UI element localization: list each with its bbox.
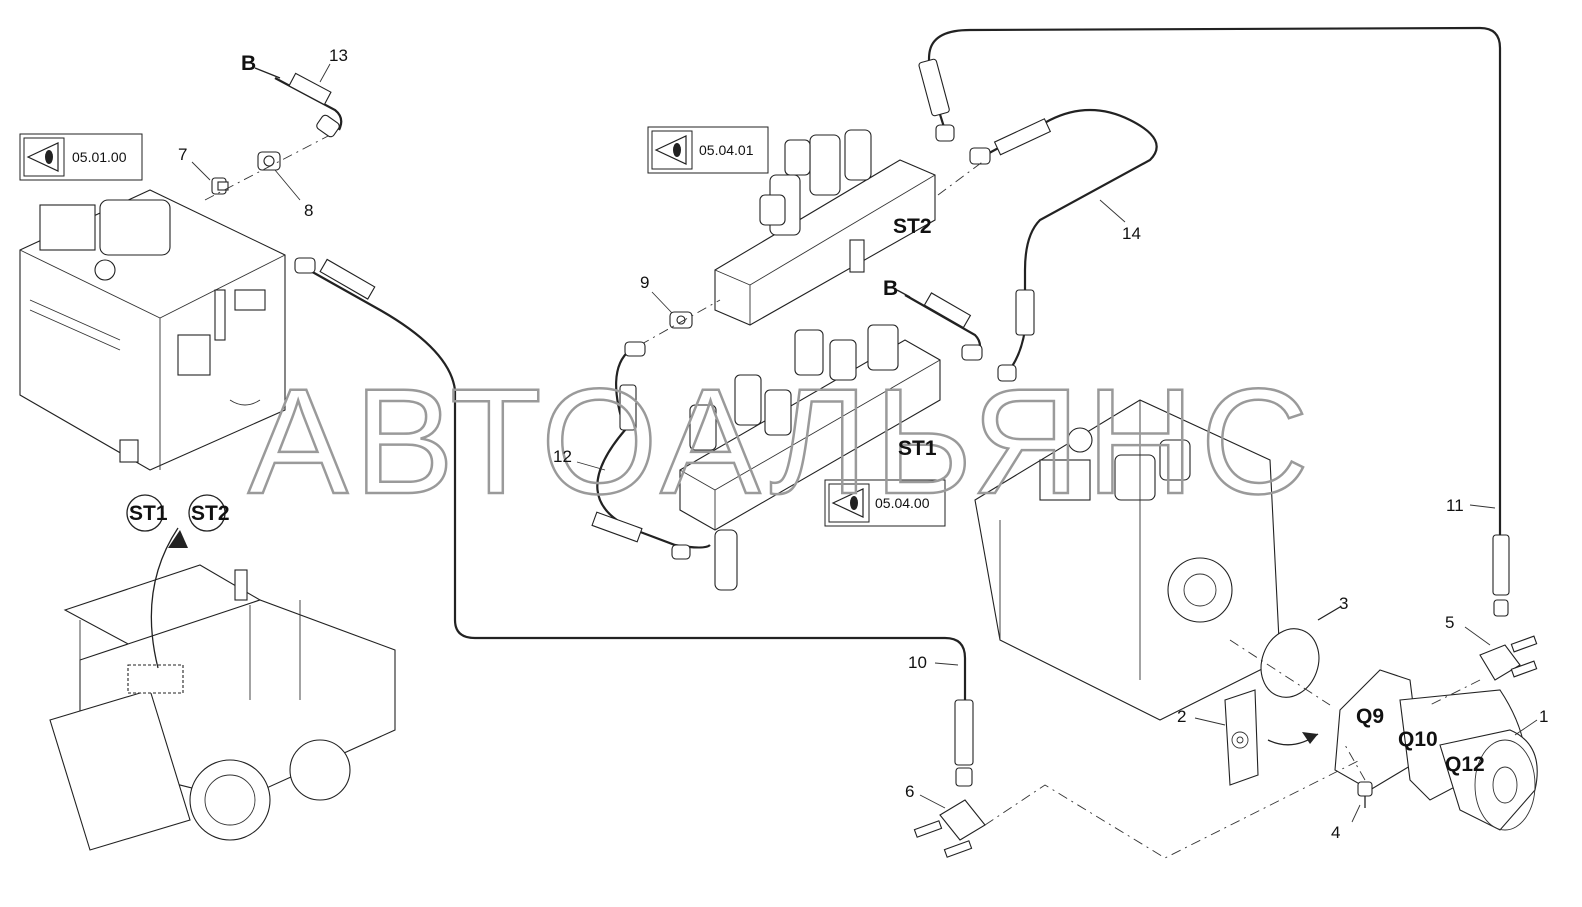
- fitting-8: [257, 151, 281, 171]
- centerline-6-pump: [984, 759, 1361, 859]
- hose-12: [591, 341, 711, 560]
- hose-14: [969, 108, 1158, 382]
- fitting-9: [669, 311, 693, 329]
- callout-10: 10: [908, 653, 927, 672]
- flange-5: [1479, 635, 1538, 681]
- callout-6-leader: [919, 794, 946, 809]
- assembly-arrow-head: [1302, 732, 1318, 744]
- valve-block-st2: [714, 129, 936, 326]
- callout-3-leader: [1317, 606, 1341, 621]
- eye-icon: [831, 488, 864, 518]
- valve-block-st1: [679, 324, 941, 591]
- paver-machine: [49, 564, 396, 851]
- marker-st2-valve: ST2: [893, 215, 932, 238]
- hydraulic-tank: [19, 189, 286, 471]
- st1-circle-ring: [126, 494, 164, 532]
- marker-b-top-leader: [254, 67, 281, 79]
- callout-12-leader: [576, 461, 606, 471]
- callout-7: 7: [178, 145, 187, 164]
- marker-q12: Q12: [1445, 753, 1485, 776]
- ref-label-05-01-00: 05.01.00: [72, 149, 127, 165]
- hose-b-mid: [904, 292, 983, 361]
- ref-box-05-04-00: [824, 479, 946, 527]
- callout-1-leader: [1514, 719, 1538, 736]
- fitting-7: [211, 177, 229, 195]
- ref-box-05-04-01: [647, 126, 769, 174]
- eye-pupil-icon: [45, 150, 53, 164]
- callout-2: 2: [1177, 707, 1186, 726]
- marker-q9: Q9: [1356, 705, 1384, 728]
- marker-b-mid-leader: [896, 289, 911, 298]
- centerline-pump-ring: [1229, 639, 1331, 706]
- callout-6: 6: [905, 782, 914, 801]
- callout-13-leader: [319, 63, 331, 83]
- callout-1: 1: [1539, 707, 1548, 726]
- gasket-2: [1224, 689, 1259, 786]
- callout-14-leader: [1099, 199, 1126, 223]
- callout-7-leader: [191, 161, 211, 181]
- flange-6: [913, 799, 986, 858]
- marker-st1-valve: ST1: [898, 437, 937, 460]
- pump-block: [974, 399, 1281, 721]
- centerline-14: [937, 159, 986, 196]
- eye-pupil-icon: [850, 496, 858, 510]
- marker-st2-circle: ST2: [191, 502, 230, 525]
- marker-st1-circle: ST1: [129, 502, 168, 525]
- callout-4: 4: [1331, 823, 1340, 842]
- ref-label-05-04-00: 05.04.00: [875, 495, 930, 511]
- ref-label-05-04-01: 05.04.01: [699, 142, 754, 158]
- callout-10-leader: [934, 662, 959, 666]
- callout-4-leader: [1351, 804, 1361, 823]
- hose-10: [294, 257, 974, 787]
- gear-pump-1: [1334, 669, 1538, 831]
- callout-9-leader: [651, 291, 673, 314]
- eye-icon: [26, 142, 59, 172]
- watermark: АВТОАЛЬЯНС: [248, 357, 1315, 525]
- callout-14: 14: [1122, 224, 1141, 243]
- callout-2-leader: [1194, 717, 1226, 726]
- centerline-4: [1344, 744, 1366, 781]
- marker-q10: Q10: [1398, 728, 1438, 751]
- marker-b-mid: B: [883, 277, 898, 300]
- centerline-5-pump: [1429, 679, 1481, 706]
- ref-box-05-01-00: [19, 133, 143, 181]
- hose-11: [918, 26, 1510, 617]
- o-ring-3: [1260, 628, 1320, 698]
- callout-3: 3: [1339, 594, 1348, 613]
- callout-11: 11: [1446, 496, 1464, 515]
- location-arrow: [150, 527, 179, 669]
- location-arrow-head: [168, 530, 188, 548]
- callout-9: 9: [640, 273, 649, 292]
- callout-8: 8: [304, 201, 313, 220]
- marker-b-top: B: [241, 52, 256, 75]
- callout-13: 13: [329, 46, 348, 65]
- callout-5: 5: [1445, 613, 1454, 632]
- eye-pupil-icon: [673, 143, 681, 157]
- eye-icon: [654, 135, 687, 165]
- centerline-9: [639, 299, 721, 346]
- callout-12: 12: [553, 447, 572, 466]
- callout-5-leader: [1464, 626, 1491, 646]
- callout-11-leader: [1469, 504, 1496, 509]
- centerline-7-8-13: [204, 134, 331, 201]
- hose-13: [274, 72, 343, 138]
- bolt-4: [1357, 781, 1373, 808]
- callout-8-leader: [274, 169, 301, 201]
- st2-circle-ring: [188, 494, 226, 532]
